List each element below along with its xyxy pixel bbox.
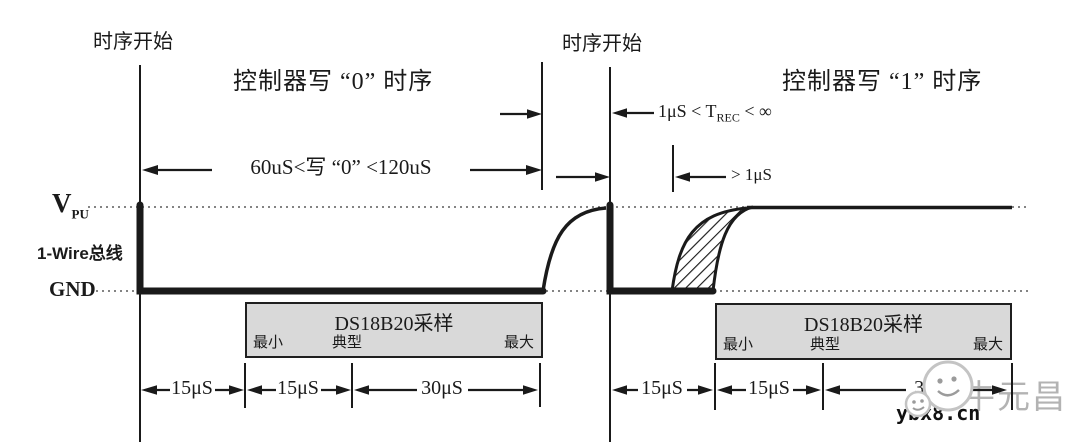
sampling-max-label: 最大 (972, 337, 1003, 353)
wechat-smiley-icon (904, 360, 974, 418)
slot2-start-label: 时序开始 (562, 33, 642, 55)
write1-late-rise-curve (711, 205, 754, 292)
vpu-sub: PU (71, 206, 89, 222)
write1-early-rise-curve (670, 206, 748, 292)
vpu-main: V (52, 188, 72, 218)
sampling-min-label: 最小 (253, 335, 284, 351)
trec-sub: REC (716, 110, 740, 125)
group2-dimension-arrows (612, 385, 1007, 395)
sampling-box-title: DS18B20采样 (804, 314, 923, 336)
slot1-start-label: 时序开始 (93, 31, 173, 53)
g1-15us-label-1: 15μS (171, 377, 213, 399)
gt-1us-label: > 1μS (731, 165, 772, 184)
write1-title: 控制器写 “1” 时序 (782, 69, 983, 95)
gt-1us-arrows (556, 172, 726, 182)
g1-15us-label-2: 15μS (277, 377, 319, 399)
trec-pre: 1μS < T (658, 101, 717, 121)
g2-15us-label-2: 15μS (748, 377, 790, 399)
watermark-name: 牛元昌 (962, 380, 1067, 416)
sampling-typ-label: 典型 (810, 337, 841, 353)
sampling-box-write0: DS18B20采样 最小 典型 最大 (245, 302, 543, 358)
write0-range-arrow (142, 165, 542, 175)
g1-30us-label: 30μS (421, 377, 463, 399)
write0-rise-curve (541, 206, 607, 292)
write0-low-waveform (136, 201, 547, 295)
group1-dimension-arrows (141, 385, 538, 395)
bus-axis-label: 1-Wire总线 (37, 244, 123, 263)
vpu-axis-label: VPU (52, 188, 89, 222)
group2-ticks (714, 363, 1013, 410)
trec-label: 1μS < TREC < ∞ (658, 102, 772, 124)
write0-title: 控制器写 “0” 时序 (233, 69, 434, 95)
write0-range-label: 60uS<写 “0” <120uS (250, 155, 432, 179)
sampling-typ-label: 典型 (332, 335, 363, 351)
sampling-max-label: 最大 (503, 335, 534, 351)
group1-ticks (244, 363, 541, 408)
gnd-axis-label: GND (49, 277, 96, 301)
sampling-box-title: DS18B20采样 (334, 313, 454, 335)
g2-15us-label-1: 15μS (641, 377, 683, 399)
trec-arrows (500, 108, 654, 119)
sampling-box-write1: DS18B20采样 最小 典型 最大 (715, 303, 1012, 360)
trec-post: < ∞ (739, 101, 772, 121)
write1-low-waveform (606, 201, 717, 295)
sampling-min-label: 最小 (723, 337, 754, 353)
release-window-hatch (672, 207, 753, 291)
